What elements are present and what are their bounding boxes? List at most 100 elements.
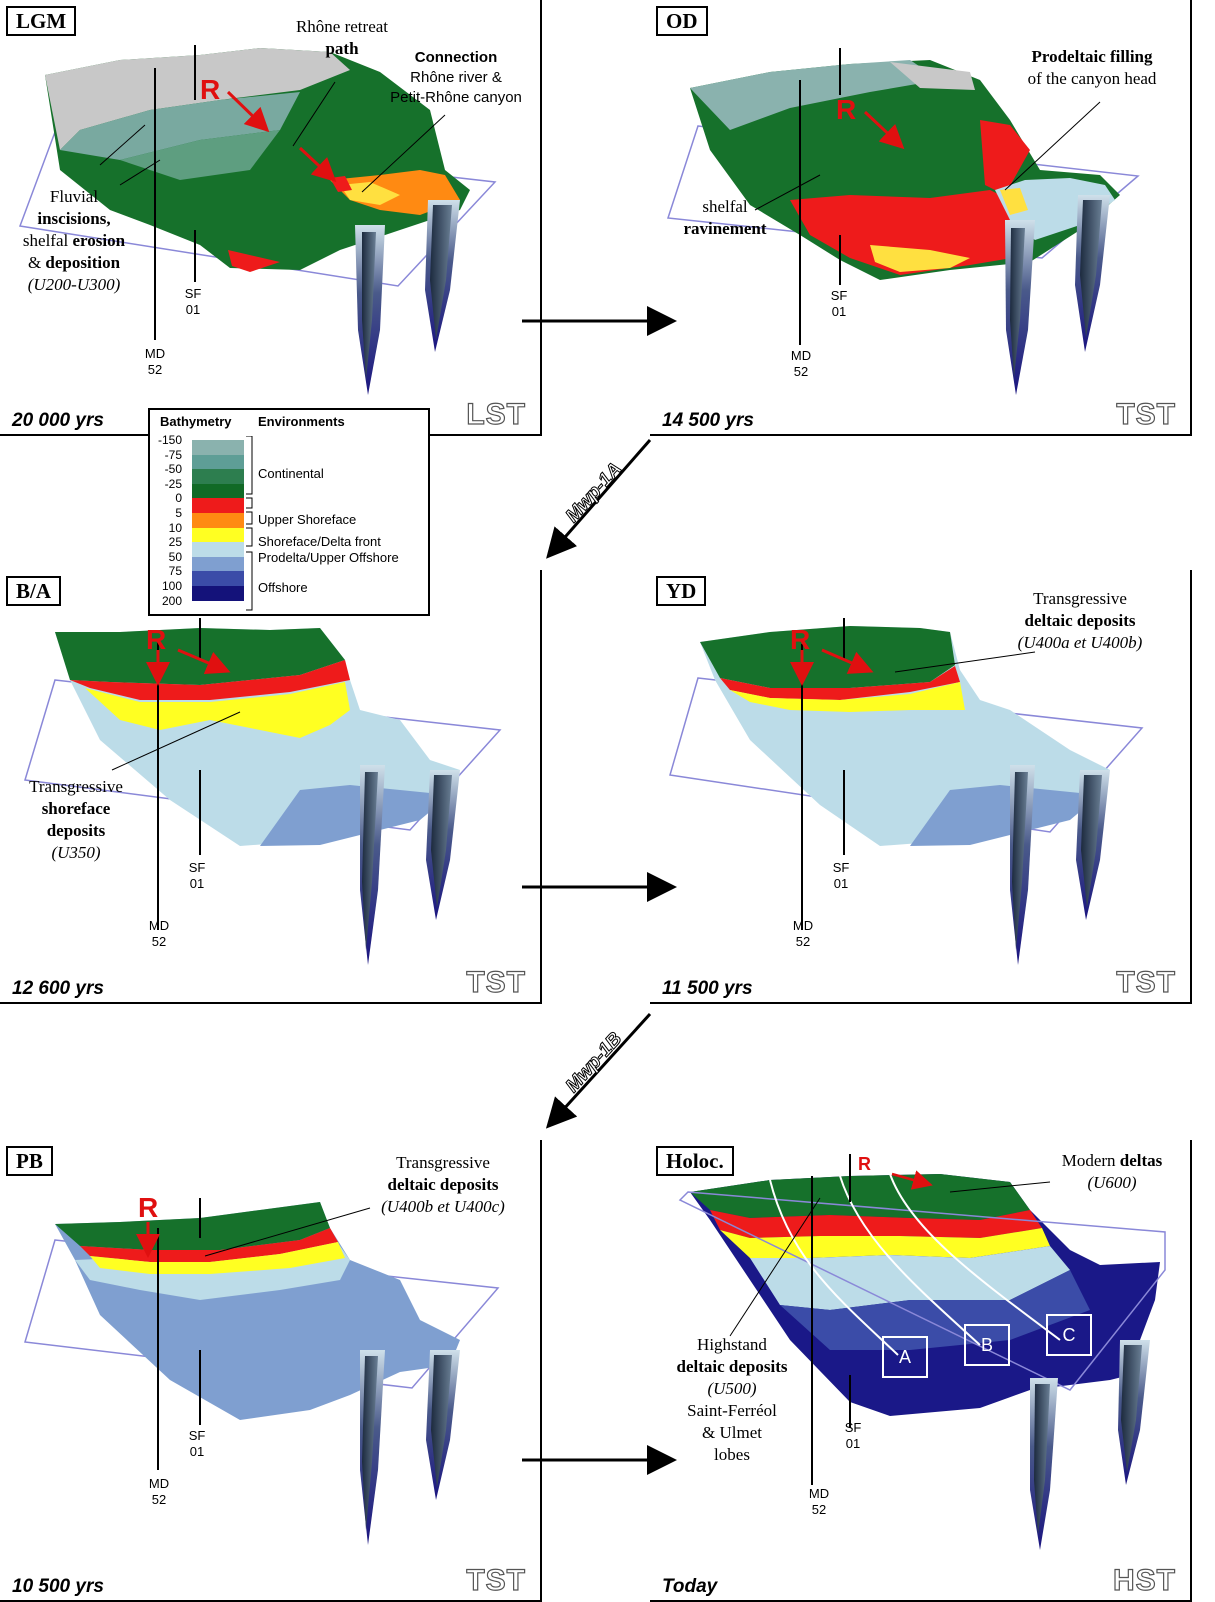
lobe-box-c: C bbox=[1046, 1314, 1092, 1356]
panel-tag: OD bbox=[656, 6, 708, 36]
systems-tract: TST bbox=[1116, 965, 1176, 999]
well-number: 01 bbox=[845, 1436, 861, 1451]
ba-terrain bbox=[24, 618, 502, 965]
panel-ba: B/A R Transgressive shoreface deposits (… bbox=[0, 570, 542, 1004]
well-name: SF bbox=[844, 1420, 862, 1435]
legend-swatch bbox=[192, 556, 244, 572]
legend-value: 5 bbox=[175, 506, 182, 520]
arrow-od-to-ba bbox=[546, 439, 652, 559]
annotation-text: Prodeltaic filling bbox=[1031, 47, 1153, 66]
legend-swatch bbox=[192, 586, 244, 601]
annotation-text: (U350) bbox=[51, 843, 101, 862]
legend-environments-header: Environments bbox=[258, 414, 345, 429]
lobe-box-b: B bbox=[964, 1324, 1010, 1366]
annotation-text: shelfal bbox=[702, 197, 748, 216]
legend-swatch bbox=[192, 513, 244, 528]
well-name: MD bbox=[148, 918, 170, 933]
annotation-retreat-path: Rhône retreat path bbox=[262, 16, 422, 60]
annotation-prodeltaic: Prodeltaic filling of the canyon head bbox=[1002, 46, 1182, 90]
annotation-text: deltaic deposits bbox=[387, 1175, 499, 1194]
annotation-deltaic-yd: Transgressive deltaic deposits (U400a et… bbox=[980, 588, 1180, 654]
annotation-text: Rhône river & bbox=[410, 69, 502, 86]
legend-value: 25 bbox=[168, 535, 182, 550]
annotation-text: deltas bbox=[1119, 1151, 1163, 1170]
panel-holoc: Holoc. R Modern deltas (U600) Highstand … bbox=[650, 1140, 1192, 1602]
annotation-text: erosion bbox=[72, 231, 126, 250]
legend-swatch bbox=[192, 469, 244, 484]
well-number: 52 bbox=[793, 364, 809, 379]
legend-env-shoreface-delta: Shoreface/Delta front bbox=[258, 534, 381, 549]
annotation-text: lobes bbox=[714, 1445, 750, 1464]
legend-swatch bbox=[192, 542, 244, 557]
panel-age: 20 000 yrs bbox=[12, 410, 104, 431]
well-name: SF bbox=[832, 860, 850, 875]
legend-swatch bbox=[192, 483, 244, 499]
well-name: MD bbox=[792, 918, 814, 933]
legend-value: 10 bbox=[168, 520, 182, 535]
well-name: SF bbox=[830, 288, 848, 303]
pb-terrain bbox=[24, 1198, 500, 1545]
annotation-text: Transgressive bbox=[29, 777, 123, 796]
well-name: MD bbox=[148, 1476, 170, 1491]
annotation-connection: Connection Rhône river & Petit-Rhône can… bbox=[378, 48, 534, 108]
legend-env-offshore: Offshore bbox=[258, 580, 308, 595]
annotation-text: Connection bbox=[414, 49, 498, 66]
annotation-text: path bbox=[325, 39, 359, 58]
legend-brackets bbox=[246, 436, 253, 611]
annotation-highstand: Highstand deltaic deposits (U500) Saint-… bbox=[652, 1334, 812, 1466]
annotation-text: shelfal bbox=[22, 231, 69, 250]
annotation-text: ravinement bbox=[683, 219, 767, 238]
annotation-shoreface: Transgressive shoreface deposits (U350) bbox=[6, 776, 146, 864]
well-name: MD bbox=[808, 1486, 830, 1501]
legend-swatch bbox=[192, 527, 244, 543]
legend-swatch bbox=[192, 454, 244, 470]
well-name: MD bbox=[790, 348, 812, 363]
legend-value: -75 bbox=[164, 447, 182, 462]
legend-value: 200 bbox=[161, 593, 182, 608]
well-number: 52 bbox=[147, 362, 163, 377]
well-number: 52 bbox=[811, 1502, 827, 1517]
river-mark: R bbox=[138, 1192, 159, 1223]
panel-age: 12 600 yrs bbox=[12, 978, 104, 999]
panel-age: 10 500 yrs bbox=[12, 1576, 104, 1597]
legend-env-prodelta: Prodelta/Upper Offshore bbox=[258, 550, 399, 565]
panel-age: 14 500 yrs bbox=[662, 410, 754, 431]
annotation-text: Modern bbox=[1061, 1151, 1116, 1170]
well-number: 01 bbox=[831, 304, 847, 319]
well-number: 01 bbox=[189, 876, 205, 891]
panel-tag: PB bbox=[6, 1146, 53, 1176]
panel-tag: Holoc. bbox=[656, 1146, 734, 1176]
panel-age: Today bbox=[662, 1576, 718, 1597]
annotation-text: Transgressive bbox=[396, 1153, 490, 1172]
panel-pb: PB R Transgressive deltaic deposits (U40… bbox=[0, 1140, 542, 1602]
annotation-text: of the canyon head bbox=[1027, 69, 1157, 88]
annotation-text: inscisions, bbox=[37, 209, 111, 228]
annotation-text: deposition bbox=[45, 253, 121, 272]
lgm-terrain bbox=[18, 45, 497, 395]
annotation-text: Petit-Rhône canyon bbox=[390, 89, 522, 106]
lobe-box-a: A bbox=[882, 1336, 928, 1378]
legend-value: -150 bbox=[158, 433, 183, 447]
panel-lgm: LGM R Rhône retreat path Connection Rhôn… bbox=[0, 0, 542, 436]
river-mark: R bbox=[146, 624, 167, 655]
annotation-text: (U500) bbox=[707, 1379, 757, 1398]
legend-swatch bbox=[192, 571, 244, 586]
legend-env-continental: Continental bbox=[258, 466, 324, 481]
annotation-text: (U400b et U400c) bbox=[381, 1197, 505, 1216]
well-number: 52 bbox=[151, 934, 167, 949]
river-mark: R bbox=[790, 624, 811, 655]
systems-tract: TST bbox=[1116, 397, 1176, 431]
annotation-text: Transgressive bbox=[1033, 589, 1127, 608]
well-name: SF bbox=[184, 286, 202, 301]
annotation-text: deposits bbox=[46, 821, 106, 840]
river-mark: R bbox=[858, 1154, 871, 1174]
annotation-deltaic-pb: Transgressive deltaic deposits (U400b et… bbox=[348, 1152, 538, 1218]
annotation-fluvial: Fluvial inscisions, shelfal erosion & de… bbox=[4, 186, 144, 296]
